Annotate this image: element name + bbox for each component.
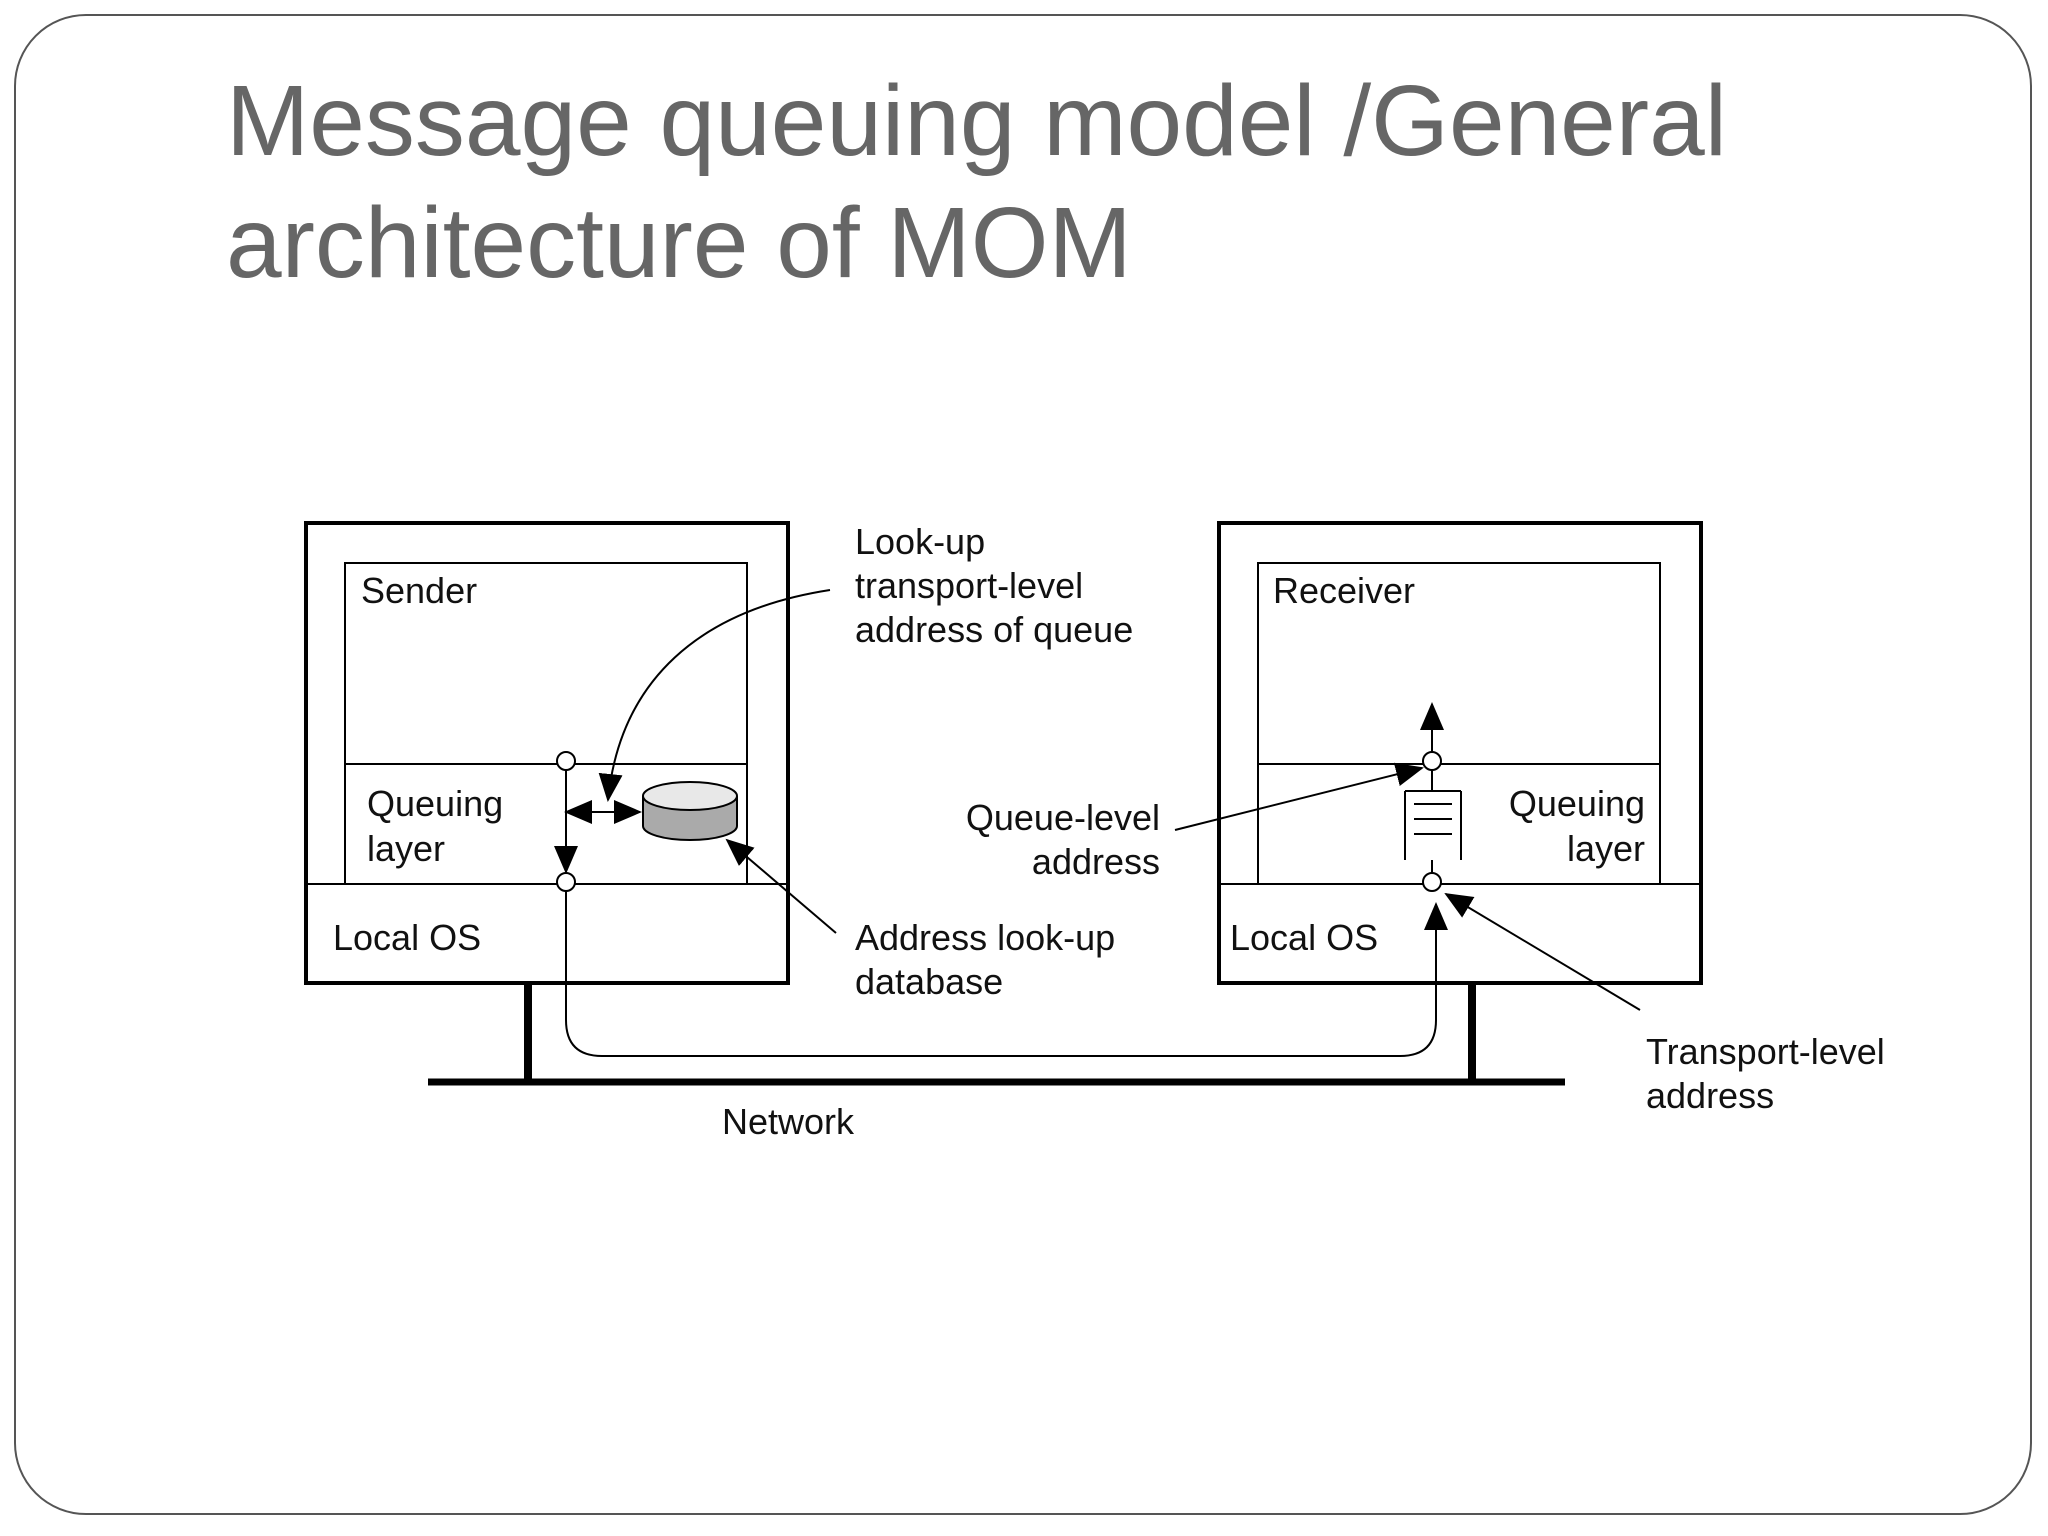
transport-level-annotation-line1: Transport-level <box>1646 1031 1885 1072</box>
network-label: Network <box>722 1101 855 1142</box>
queue-level-annotation-line2: address <box>1032 841 1160 882</box>
sender-machine: Sender Queuing layer Local OS <box>304 521 790 985</box>
lookup-leader-arrow <box>598 589 831 802</box>
sender-queuing-layer-line2: layer <box>367 828 445 869</box>
receiver-label: Receiver <box>1273 570 1415 611</box>
sender-local-os-label: Local OS <box>333 917 481 958</box>
transport-level-leader-arrow <box>1444 892 1641 1011</box>
title-line-1: Message queuing model /General <box>226 65 1727 177</box>
address-lookup-database-icon <box>642 781 738 841</box>
lookup-annotation-line1: Look-up <box>855 521 985 562</box>
receiver-app-box <box>1257 562 1661 885</box>
receiver-queue-port <box>1422 751 1442 771</box>
sender-label: Sender <box>361 570 477 611</box>
receiver-queuing-layer-line2: layer <box>1567 828 1645 869</box>
address-db-annotation-line2: database <box>855 961 1003 1002</box>
slide-title: Message queuing model /General architect… <box>226 60 1926 304</box>
sender-transport-port <box>556 872 576 892</box>
address-db-annotation-line1: Address look-up <box>855 917 1115 958</box>
transport-level-annotation-line2: address <box>1646 1075 1774 1116</box>
title-line-2: architecture of MOM <box>226 187 1132 299</box>
sender-queue-port <box>556 751 576 771</box>
sender-queuing-layer-line1: Queuing <box>367 783 503 824</box>
receiver-local-os-label: Local OS <box>1230 917 1378 958</box>
receiver-transport-port <box>1422 872 1442 892</box>
message-path <box>565 891 1448 1057</box>
queue-level-leader-arrow <box>1174 762 1424 831</box>
lookup-annotation-line3: address of queue <box>855 609 1133 650</box>
receiver-machine: Receiver Queuing layer Local OS <box>1217 521 1703 985</box>
queue-level-annotation-line1: Queue-level <box>966 797 1160 838</box>
receiver-queuing-layer-line1: Queuing <box>1509 783 1645 824</box>
lookup-annotation-line2: transport-level <box>855 565 1083 606</box>
address-db-leader-arrow <box>725 838 837 934</box>
